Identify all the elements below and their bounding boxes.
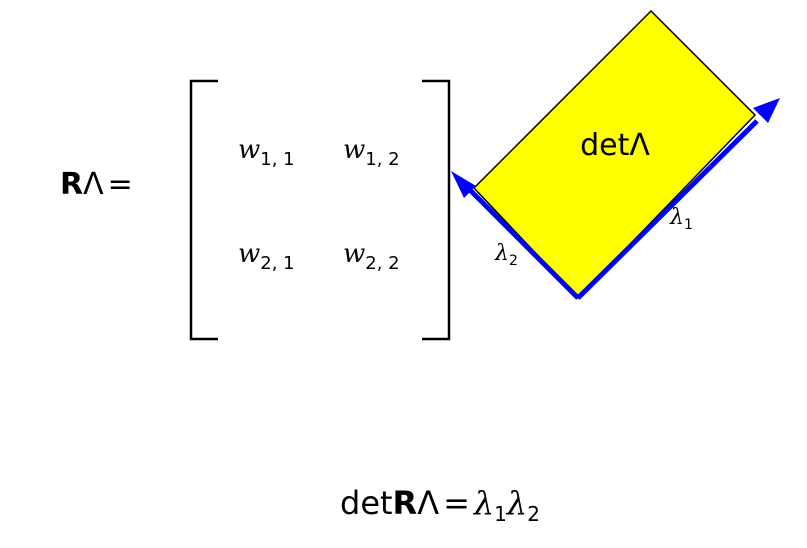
lambda2-subscript: 2 bbox=[509, 253, 518, 269]
bottom-bold-r: R bbox=[393, 484, 418, 522]
bottom-lambda2-sub: 2 bbox=[527, 502, 540, 526]
parallelogram-label: detΛ bbox=[580, 128, 650, 163]
entry-subscript: 1, 2 bbox=[365, 149, 399, 170]
lambda1-vector bbox=[576, 119, 759, 300]
entry-subscript: 1, 1 bbox=[260, 149, 294, 170]
matrix-entry-w11: w1, 1 bbox=[238, 135, 295, 170]
lambda1-subscript: 1 bbox=[684, 217, 693, 233]
bottom-equation: detRΛ=λ1λ2 bbox=[340, 484, 540, 526]
entry-var: w bbox=[343, 239, 365, 269]
matrix-entry-w12: w1, 2 bbox=[343, 135, 400, 170]
bottom-lambda1-sub: 1 bbox=[494, 502, 507, 526]
bottom-det: det bbox=[340, 484, 393, 522]
entry-var: w bbox=[343, 135, 365, 165]
lambda1-label: λ1 bbox=[669, 205, 693, 233]
lambda2-symbol: λ bbox=[494, 241, 509, 266]
lhs-lambda: Λ bbox=[83, 167, 104, 202]
matrix-entry-w22: w2, 2 bbox=[343, 239, 400, 274]
bottom-lambda1: λ bbox=[472, 484, 494, 522]
lambda2-arrowhead bbox=[451, 171, 476, 198]
matrix-left-bracket bbox=[189, 79, 218, 341]
bottom-equals: = bbox=[443, 484, 470, 522]
lhs-bold-r: R bbox=[60, 167, 83, 202]
lhs-equals: = bbox=[108, 167, 133, 202]
matrix-entry-w21: w2, 1 bbox=[238, 239, 295, 274]
bottom-lambda2: λ bbox=[505, 484, 527, 522]
entry-var: w bbox=[238, 135, 260, 165]
entry-var: w bbox=[238, 239, 260, 269]
lambda1-arrowhead bbox=[753, 98, 780, 123]
matrix-right-bracket bbox=[422, 79, 451, 341]
entry-subscript: 2, 2 bbox=[365, 253, 399, 274]
lambda2-label: λ2 bbox=[494, 241, 518, 269]
lambda2-vector bbox=[466, 186, 580, 300]
bottom-lambda: Λ bbox=[417, 484, 439, 522]
entry-subscript: 2, 1 bbox=[260, 253, 294, 274]
lambda1-symbol: λ bbox=[669, 205, 684, 230]
lhs-equation: RΛ= bbox=[60, 167, 133, 202]
